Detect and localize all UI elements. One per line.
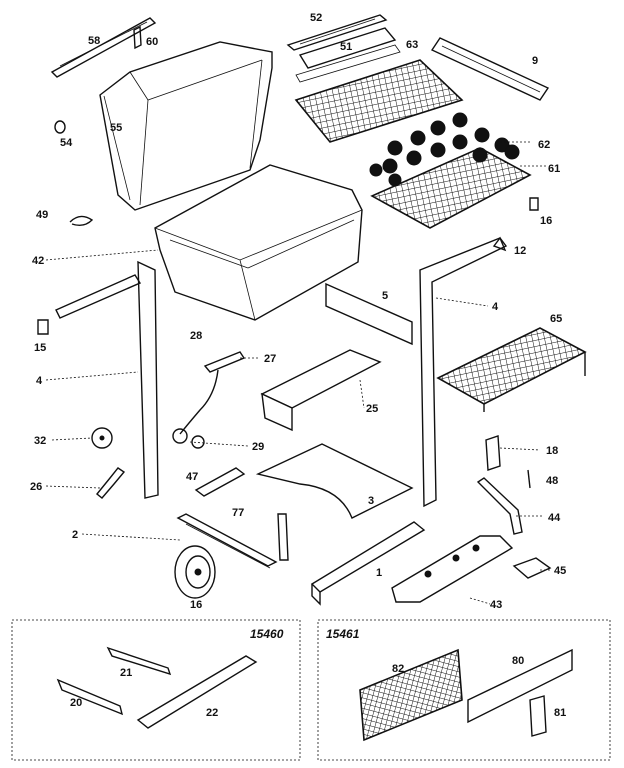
part-52-deflector — [286, 14, 388, 51]
callout-3: 3 — [368, 495, 374, 507]
part-80-board — [467, 648, 573, 724]
part-49-clip — [69, 215, 94, 227]
callout-28: 28 — [190, 330, 202, 342]
callout-51: 51 — [340, 41, 352, 53]
callout-labels: 58 60 52 51 63 9 55 54 62 61 16 49 42 12… — [30, 12, 566, 719]
part-81-bracket — [529, 695, 547, 737]
part-43-control-panel — [391, 535, 514, 603]
part-54-knob — [54, 120, 66, 134]
callout-54: 54 — [60, 137, 73, 149]
part-18-block — [485, 435, 501, 471]
part-25-burner — [260, 349, 382, 432]
part-51-plate — [295, 27, 401, 83]
part-48-pin — [527, 469, 531, 489]
part-29-knob — [172, 428, 205, 449]
part-9-bar — [430, 37, 550, 101]
part-65-warming-rack — [436, 327, 587, 412]
callout-55: 55 — [110, 122, 122, 134]
callout-47: 47 — [186, 471, 198, 483]
callout-25: 25 — [366, 403, 378, 415]
kit-15461-title: 15461 — [326, 627, 360, 641]
callout-45: 45 — [554, 565, 566, 577]
callout-49: 49 — [36, 209, 48, 221]
callout-82: 82 — [392, 663, 404, 675]
callout-22: 22 — [206, 707, 218, 719]
callout-62: 62 — [538, 139, 550, 151]
part-82-basket — [359, 648, 463, 742]
kit-15460-title: 15460 — [250, 627, 284, 641]
part-60-clip — [133, 25, 142, 50]
callout-58: 58 — [88, 35, 100, 47]
part-77-post — [277, 513, 289, 561]
part-22-shelf-board — [136, 655, 258, 729]
callout-12: 12 — [514, 245, 526, 257]
part-4-right-leg — [419, 237, 508, 508]
part-3-shelf — [255, 443, 414, 519]
part-20-shelf-bracket — [56, 678, 124, 716]
callout-18: 18 — [546, 445, 558, 457]
part-61-rack — [370, 147, 532, 229]
part-15-bracket — [37, 319, 49, 335]
callout-61: 61 — [548, 163, 560, 175]
part-12-screw — [492, 236, 507, 252]
callout-60: 60 — [146, 36, 158, 48]
callout-80: 80 — [512, 655, 524, 667]
part-5-bracket — [325, 282, 413, 346]
callout-15: 15 — [34, 342, 46, 354]
callout-1: 1 — [376, 567, 382, 579]
callout-63: 63 — [406, 39, 418, 51]
part-21-shelf-bracket — [106, 646, 172, 676]
part-45-bracket — [512, 557, 552, 579]
part-32-gauge — [91, 427, 113, 449]
callout-42: 42 — [32, 255, 44, 267]
callout-4b: 4 — [36, 375, 43, 387]
callout-81: 81 — [554, 707, 566, 719]
part-1-front-bar — [310, 521, 426, 606]
callout-9: 9 — [532, 55, 538, 67]
part-42-firebox — [154, 164, 363, 321]
callout-29: 29 — [252, 441, 264, 453]
part-63-grate — [294, 59, 464, 143]
part-16-wheel — [174, 545, 216, 599]
part-27-igniter — [179, 351, 246, 435]
part-55-lid — [99, 41, 273, 211]
part-15-crossbar — [55, 274, 142, 319]
part-47-bracket — [194, 467, 246, 497]
callout-48: 48 — [546, 475, 558, 487]
part-58-handle — [50, 17, 157, 78]
callout-27: 27 — [264, 353, 276, 365]
part-44-tube — [476, 477, 523, 535]
kit-15461-box: 15461 — [317, 619, 611, 761]
callout-65: 65 — [550, 313, 562, 325]
callout-32: 32 — [34, 435, 46, 447]
callout-77: 77 — [232, 507, 244, 519]
part-4-left-leg — [137, 260, 159, 499]
callout-5: 5 — [382, 290, 388, 302]
callout-16b: 16 — [190, 599, 202, 611]
part-2-axle-bar — [176, 513, 278, 569]
part-26-valve — [96, 467, 126, 499]
callout-2: 2 — [72, 529, 78, 541]
callout-21: 21 — [120, 667, 132, 679]
leader-lines — [45, 141, 550, 605]
callout-43: 43 — [490, 599, 502, 611]
callout-52: 52 — [310, 12, 322, 24]
callout-4a: 4 — [492, 301, 499, 313]
callout-20: 20 — [70, 697, 82, 709]
callout-44: 44 — [548, 512, 561, 524]
callout-26: 26 — [30, 481, 42, 493]
callout-16a: 16 — [540, 215, 552, 227]
kit-15460-box: 15460 — [11, 619, 301, 761]
part-16-clip — [529, 197, 539, 211]
